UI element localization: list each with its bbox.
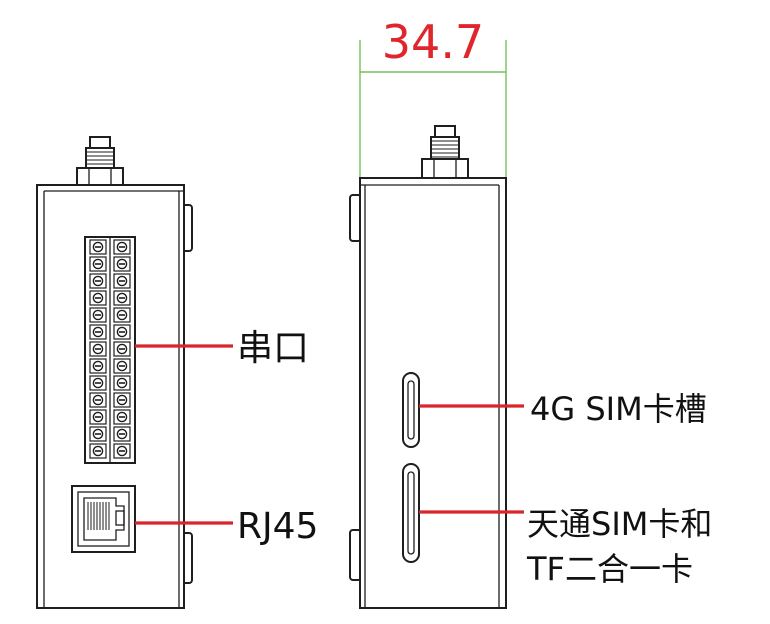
sim-slot-opening — [407, 380, 415, 440]
combo-slot-outline — [402, 463, 420, 563]
antenna-thread — [430, 136, 460, 160]
antenna-nut — [76, 167, 124, 186]
terminal-screw — [89, 375, 107, 391]
tiantong-tf-combo-slot — [402, 463, 420, 563]
antenna-nut — [421, 158, 469, 179]
terminal-screw — [113, 239, 131, 255]
combo-slot-opening — [407, 471, 415, 555]
right-antenna-connector — [421, 125, 469, 179]
antenna-tip — [89, 136, 111, 149]
terminal-screw — [113, 324, 131, 340]
rj45-inner-frame — [77, 491, 130, 547]
terminal-screw — [89, 307, 107, 323]
antenna-thread-lines — [431, 140, 459, 158]
terminal-screw — [89, 358, 107, 374]
serial-terminal-block — [84, 236, 136, 464]
dimension-value: 34.7 — [382, 15, 484, 69]
4g-sim-slot — [402, 372, 420, 448]
terminal-screw — [89, 239, 107, 255]
combo-slot-label-line1: 天通SIM卡和 — [527, 505, 712, 543]
terminal-screw — [89, 443, 107, 459]
terminal-grid — [89, 239, 131, 459]
width-dimension: 34.7 — [359, 15, 507, 178]
terminal-screw — [113, 392, 131, 408]
sim-slot-outline — [402, 372, 420, 448]
terminal-screw — [113, 290, 131, 306]
antenna-tip — [434, 125, 456, 138]
sim-slot-label: 4G SIM卡槽 — [530, 390, 707, 428]
antenna-thread-lines — [86, 151, 114, 165]
terminal-screw — [89, 256, 107, 272]
terminal-screw — [113, 358, 131, 374]
terminal-screw — [89, 392, 107, 408]
right-view-housing — [359, 177, 507, 609]
right-device-view: 34.7 — [349, 15, 712, 609]
terminal-screw — [89, 290, 107, 306]
terminal-screw — [113, 426, 131, 442]
terminal-screw — [89, 341, 107, 357]
terminal-screw — [113, 307, 131, 323]
terminal-screw — [113, 273, 131, 289]
terminal-screw — [89, 409, 107, 425]
terminal-screw — [113, 341, 131, 357]
terminal-screw — [113, 256, 131, 272]
terminal-screw — [113, 409, 131, 425]
rj45-contact-pins — [87, 502, 110, 530]
rj45-socket-outline — [83, 497, 125, 541]
rj45-port — [71, 485, 136, 553]
antenna-thread — [85, 147, 115, 169]
combo-slot-label-line2: TF二合一卡 — [526, 550, 693, 588]
rj45-label: RJ45 — [237, 506, 318, 547]
serial-port-label: 串口 — [237, 328, 309, 369]
terminal-screw — [89, 426, 107, 442]
left-antenna-connector — [76, 136, 124, 186]
terminal-screw — [89, 273, 107, 289]
terminal-screw — [113, 375, 131, 391]
terminal-screw — [113, 443, 131, 459]
terminal-screw — [89, 324, 107, 340]
rj45-latch-notch — [115, 510, 125, 526]
left-device-view: 串口 RJ45 — [36, 136, 318, 609]
